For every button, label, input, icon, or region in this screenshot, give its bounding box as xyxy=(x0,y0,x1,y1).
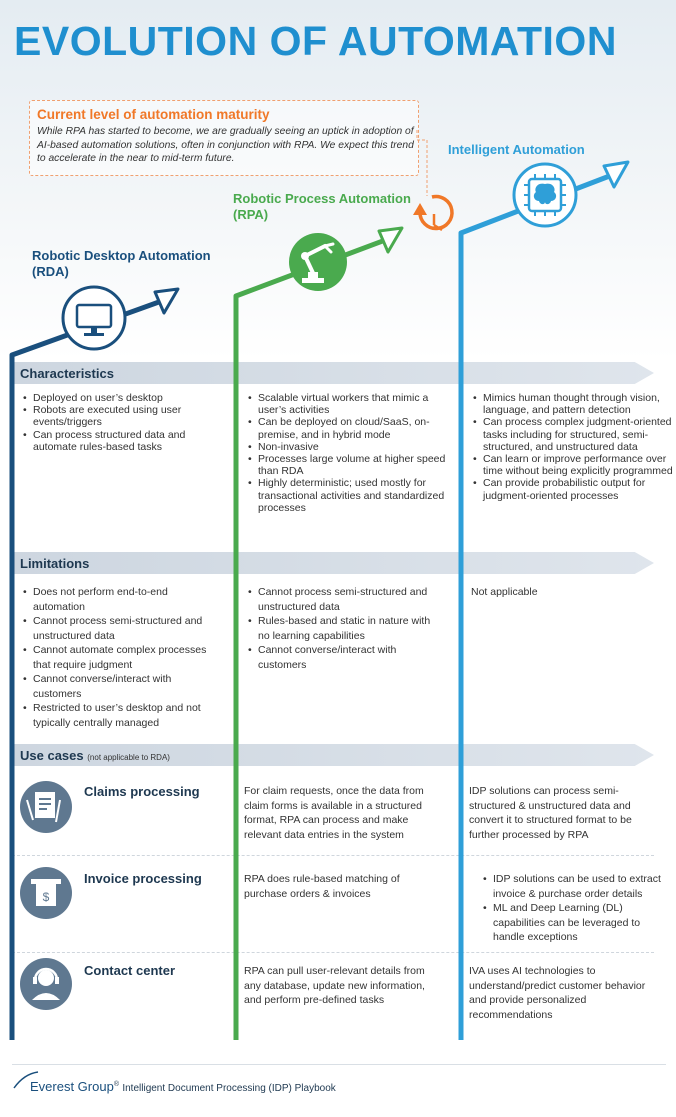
bullet-item: Cannot converse/interact with customers xyxy=(248,643,443,672)
ia-stage-title: Intelligent Automation xyxy=(448,142,585,157)
bullet-item: Can be deployed on cloud/SaaS, on-premis… xyxy=(248,416,453,440)
invoice-processing-title: Invoice processing xyxy=(84,871,202,886)
rpa-limitations-list: Cannot process semi-structured and unstr… xyxy=(247,585,443,672)
contact-center-title: Contact center xyxy=(84,963,176,978)
limitations-label: Limitations xyxy=(20,556,90,571)
rpa-arrowhead xyxy=(377,226,404,254)
rda-arrowhead xyxy=(153,287,180,315)
ia-evolution-line xyxy=(458,169,621,1040)
use-cases-note: (not applicable to RDA) xyxy=(87,753,170,762)
maturity-callout-body: While RPA has started to become, we are … xyxy=(37,126,414,164)
ia-characteristics-list: Mimics human thought through vision, lan… xyxy=(472,392,673,502)
headset-agent-icon xyxy=(20,958,72,1010)
ia-arrowhead xyxy=(602,160,630,189)
brain-chip-icon xyxy=(512,162,578,228)
bullet-item: Restricted to user’s desktop and not typ… xyxy=(23,701,218,730)
rda-characteristics-list: Deployed on user’s desktopRobots are exe… xyxy=(22,392,223,453)
use-cases-bar xyxy=(12,744,654,766)
bullet-item: Deployed on user’s desktop xyxy=(23,392,223,404)
row-separator xyxy=(12,952,654,953)
limitations-bar xyxy=(12,552,654,574)
rpa-evolution-line xyxy=(233,233,397,1040)
svg-text:$: $ xyxy=(43,890,50,904)
rda-stage-title: Robotic Desktop Automation (RDA) xyxy=(32,248,211,279)
bullet-item: Can process structured data and automate… xyxy=(23,429,223,453)
characteristics-label: Characteristics xyxy=(20,366,114,381)
bullet-item: Does not perform end-to-end automation xyxy=(23,585,218,614)
rpa-characteristics-list: Scalable virtual workers that mimic a us… xyxy=(247,392,453,514)
bullet-item: Can learn or improve performance over ti… xyxy=(473,453,673,477)
callout-connector xyxy=(416,130,428,196)
bullet-item: Scalable virtual workers that mimic a us… xyxy=(248,392,453,416)
bullet-item: Mimics human thought through vision, lan… xyxy=(473,392,673,416)
invoice-rpa-text: RPA does rule-based matching of purchase… xyxy=(244,873,400,900)
bullet-item: Processes large volume at higher speed t… xyxy=(248,453,453,477)
page-title: EVOLUTION OF AUTOMATION xyxy=(14,18,617,64)
maturity-callout-title: Current level of automation maturity xyxy=(37,107,270,122)
claims-document-icon xyxy=(20,781,72,833)
desktop-monitor-icon xyxy=(61,285,127,351)
invoice-ia-list: IDP solutions can be used to extract inv… xyxy=(482,872,673,945)
footer-brand-name: Everest Group xyxy=(30,1079,114,1094)
use-cases-label-text: Use cases xyxy=(20,748,84,763)
bullet-item: IDP solutions can be used to extract inv… xyxy=(483,872,673,901)
everest-logo-mark xyxy=(13,1071,39,1089)
bullet-item: Robots are executed using user events/tr… xyxy=(23,404,223,428)
bullet-item: Non-invasive xyxy=(248,441,453,453)
bullet-item: Rules-based and static in nature with no… xyxy=(248,614,443,643)
rda-evolution-line xyxy=(9,295,171,1040)
use-cases-label: Use cases (not applicable to RDA) xyxy=(20,748,170,763)
claims-rpa-text: For claim requests, once the data from c… xyxy=(244,785,424,841)
claims-ia-text: IDP solutions can process semi-structure… xyxy=(469,785,632,841)
contact-rpa-text: RPA can pull user-relevant details from … xyxy=(244,965,425,1006)
bullet-item: Can provide probabilistic output for jud… xyxy=(473,477,673,501)
contact-ia-text: IVA uses AI technologies to understand/p… xyxy=(469,965,646,1021)
bullet-item: Cannot process semi-structured and unstr… xyxy=(248,585,443,614)
row-separator xyxy=(12,855,654,856)
footer-divider xyxy=(12,1064,666,1065)
maturity-callout-box xyxy=(29,100,419,176)
bullet-item: Cannot automate complex processes that r… xyxy=(23,643,218,672)
bullet-item: ML and Deep Learning (DL) capabilities c… xyxy=(483,901,673,945)
claims-processing-title: Claims processing xyxy=(84,784,200,799)
characteristics-bar xyxy=(12,362,654,384)
robotic-arm-icon xyxy=(289,233,347,291)
footer-document-title: Intelligent Document Processing (IDP) Pl… xyxy=(122,1083,336,1094)
ia-limitations-text: Not applicable xyxy=(471,586,538,598)
bullet-item: Cannot converse/interact with customers xyxy=(23,672,218,701)
footer-brand: Everest Group® Intelligent Document Proc… xyxy=(30,1079,336,1094)
bullet-item: Can process complex judgment-oriented ta… xyxy=(473,416,673,453)
footer-brand-reg: ® xyxy=(113,1081,119,1088)
bullet-item: Highly deterministic; used mostly for tr… xyxy=(248,477,453,514)
rda-limitations-list: Does not perform end-to-end automationCa… xyxy=(22,585,218,730)
rpa-stage-title: Robotic Process Automation (RPA) xyxy=(233,191,411,222)
bullet-item: Cannot process semi-structured and unstr… xyxy=(23,614,218,643)
clock-arrow-icon xyxy=(413,194,454,232)
invoice-receipt-icon: $ xyxy=(20,867,72,919)
